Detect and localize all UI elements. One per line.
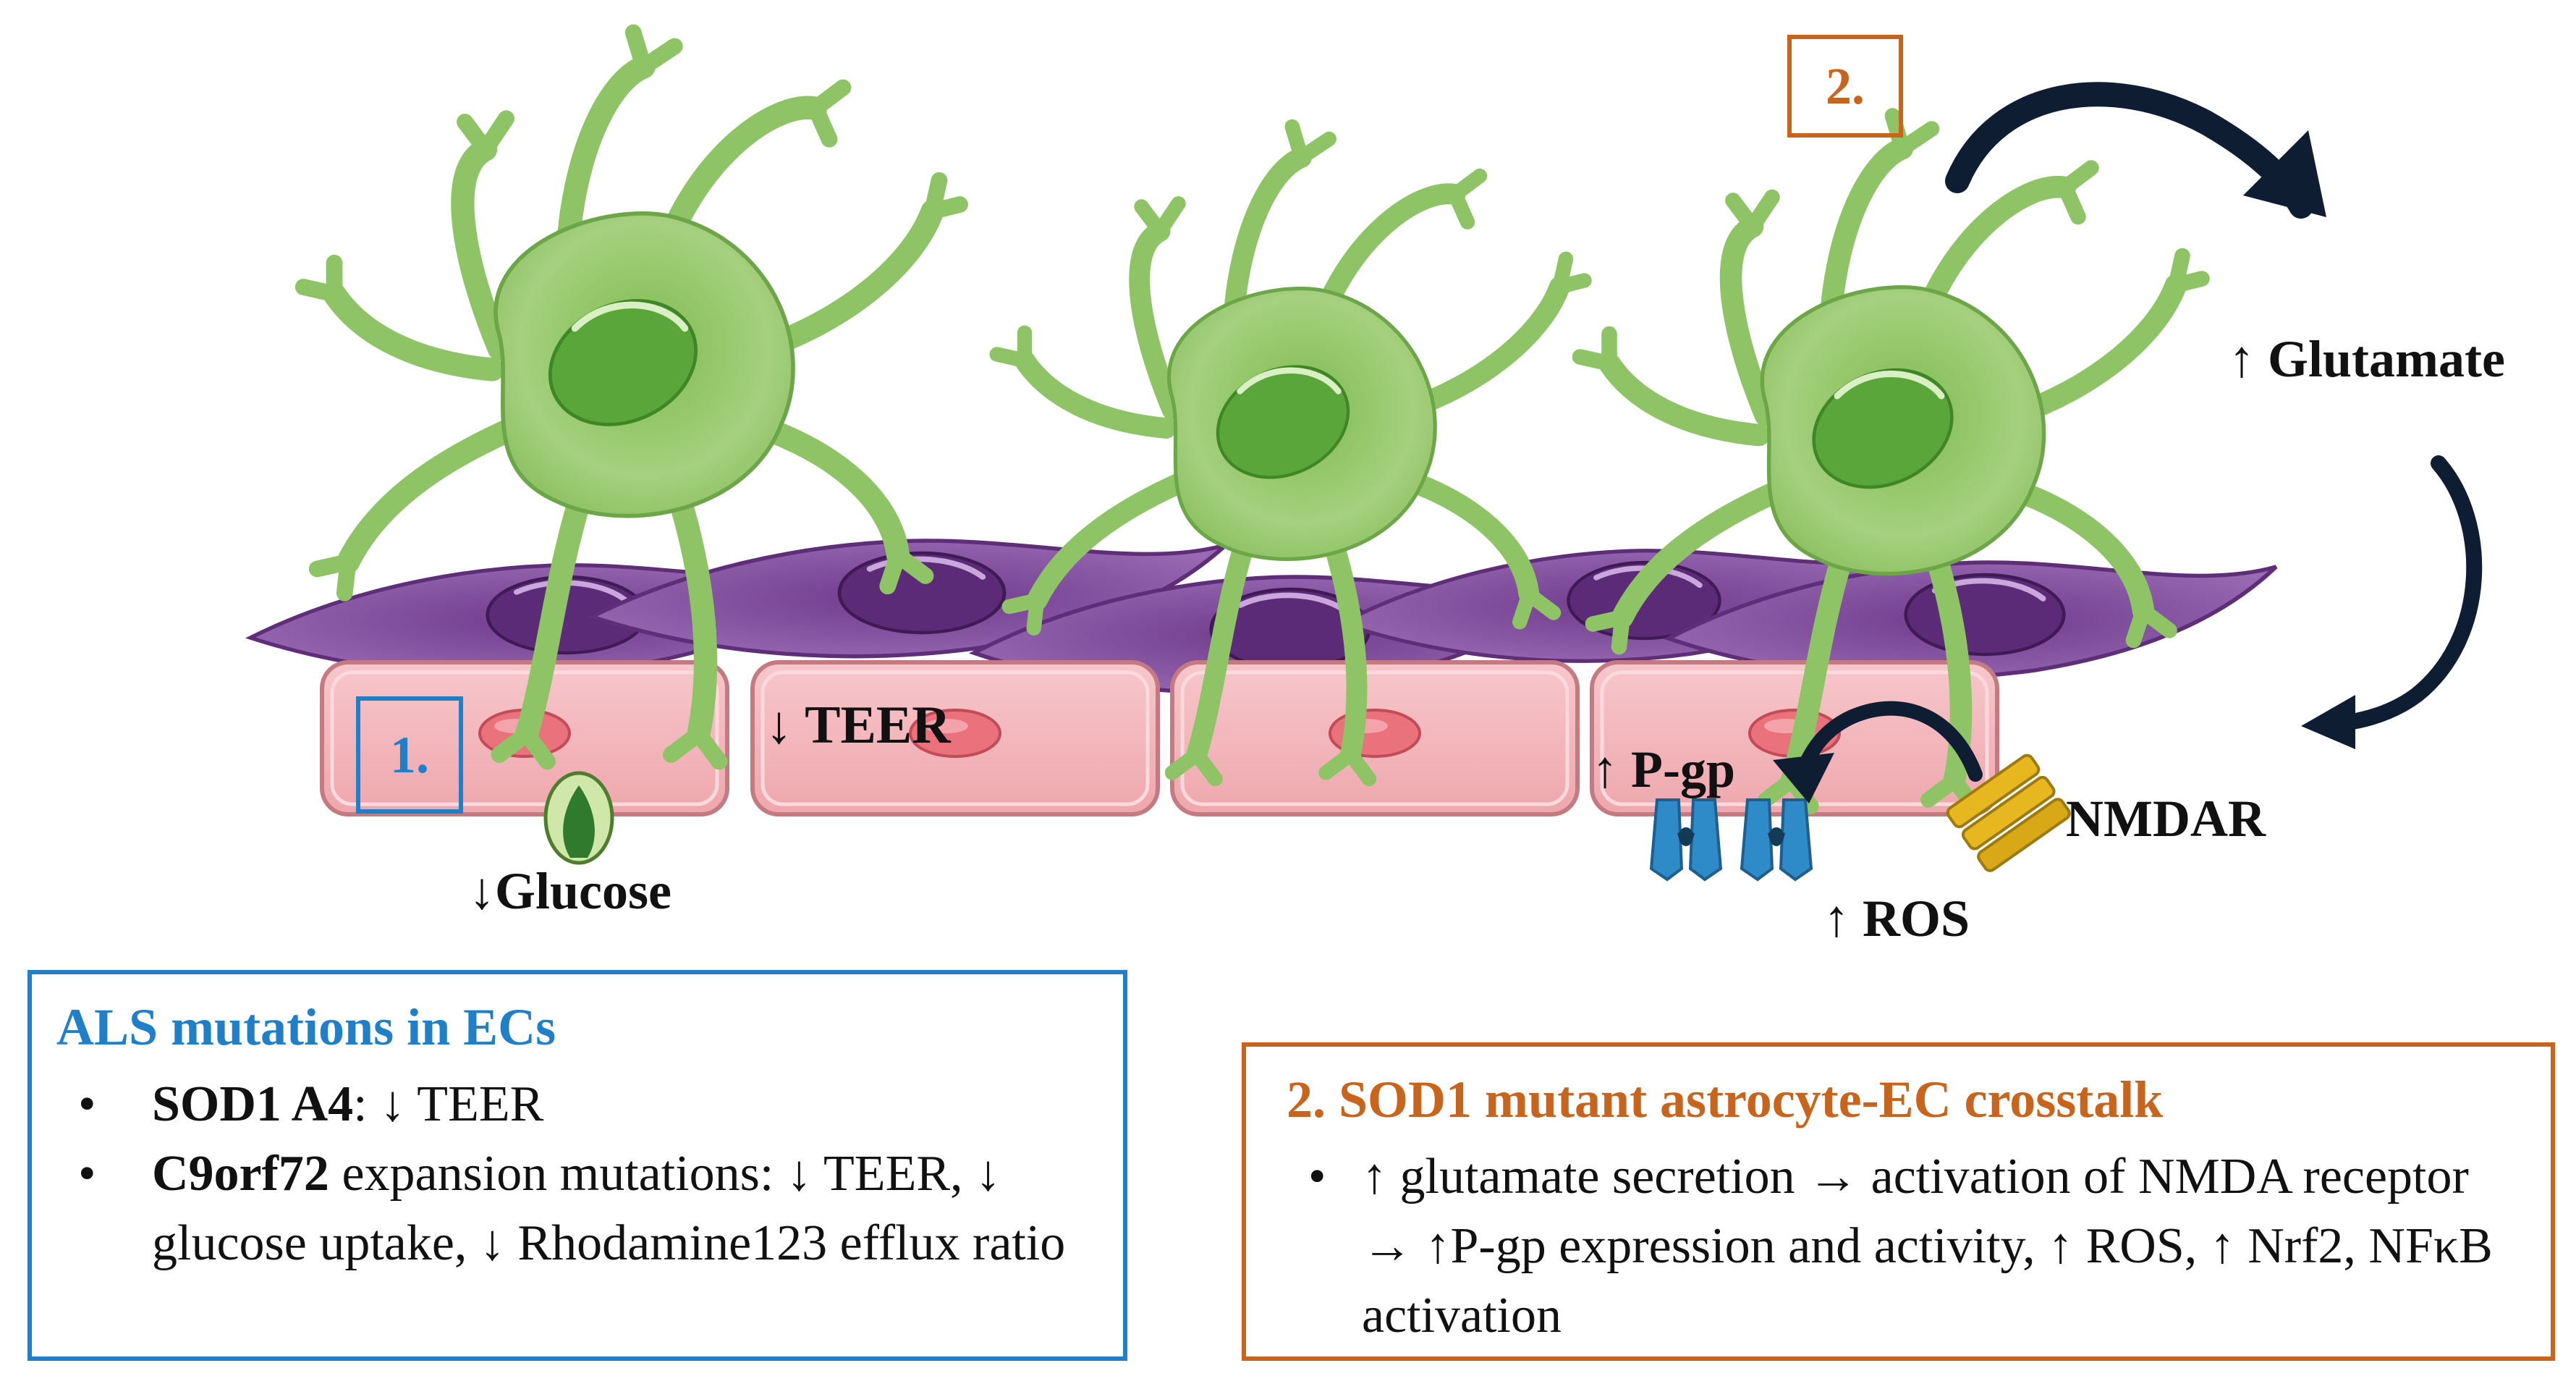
panel1-title: ALS mutations in ECs <box>56 998 556 1056</box>
marker-2-text: 2. <box>1826 56 1865 115</box>
item-text: expansion mutations: ↓ TEER, ↓ glucose u… <box>152 1146 1066 1271</box>
glucose-transporter-icon <box>543 771 614 865</box>
item-text: : ↓ TEER <box>353 1076 544 1132</box>
glucose-label: ↓Glucose <box>469 862 671 920</box>
bullet: • <box>78 1146 96 1202</box>
panel-sod1-crosstalk: 2. SOD1 mutant astrocyte-EC crosstalk • ↑… <box>1242 1042 2555 1361</box>
panel1-item: • SOD1 A4: ↓ TEER <box>56 1070 1123 1139</box>
panel2-item: • ↑ glutamate secretion → activation of N… <box>1287 1142 2520 1351</box>
glutamate-cycle-arrows <box>1945 82 2483 749</box>
panel1-item: • C9orf72 expansion mutations: ↓ TEER, ↓ … <box>56 1139 1093 1278</box>
panel2-list: • ↑ glutamate secretion → activation of N… <box>1287 1142 2551 1351</box>
nmdar-to-pgp-arrow <box>1773 701 1983 803</box>
teer-label: ↓ TEER <box>766 696 951 755</box>
ros-label: ↑ ROS <box>1823 890 1970 948</box>
bullet: • <box>1308 1149 1326 1204</box>
item-bold: SOD1 A4 <box>152 1076 354 1132</box>
glutamate-label: ↑ Glutamate <box>2229 330 2505 388</box>
nmdar-label: NMDAR <box>2066 790 2266 848</box>
item-bold: C9orf72 <box>152 1146 329 1202</box>
marker-1-text: 1. <box>390 725 429 784</box>
marker-box-1: 1. <box>356 696 463 814</box>
nmdar-icon <box>1946 754 2071 872</box>
bullet: • <box>78 1076 96 1132</box>
marker-box-2: 2. <box>1787 35 1903 138</box>
panel-als-mutations: ALS mutations in ECs • SOD1 A4: ↓ TEER • C… <box>27 970 1127 1361</box>
panel1-list: • SOD1 A4: ↓ TEER • C9orf72 expansion muta… <box>56 1070 1123 1278</box>
panel2-title: 2. SOD1 mutant astrocyte-EC crosstalk <box>1287 1071 2164 1128</box>
pgp-label: ↑ P-gp <box>1592 740 1735 798</box>
item-text: ↑ glutamate secretion → activation of NM… <box>1362 1149 2493 1343</box>
